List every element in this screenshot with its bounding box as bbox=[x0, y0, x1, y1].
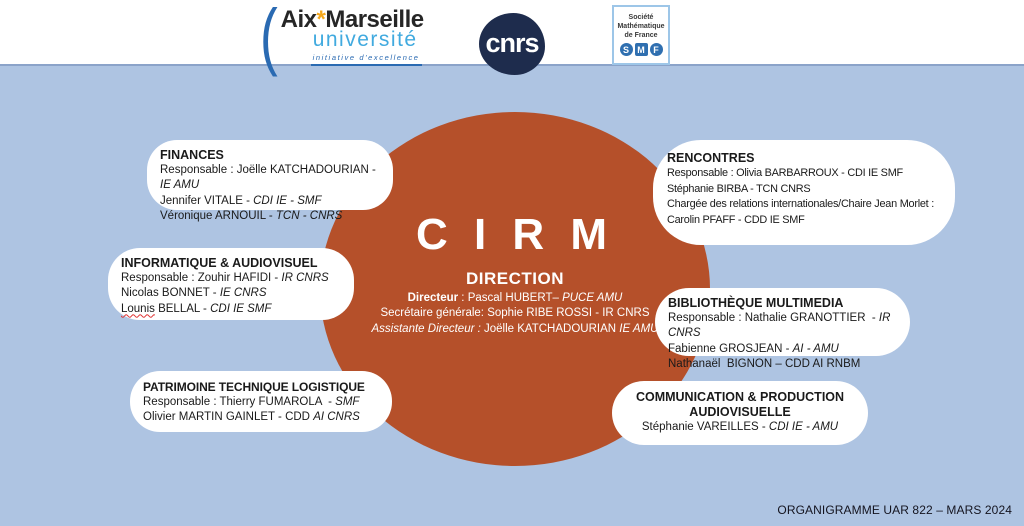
amu-tagline: initiative d'excellence bbox=[310, 51, 422, 66]
staff-line: Nicolas BONNET - IE CNRS bbox=[121, 287, 267, 300]
staff-line: Stéphanie BIRBA - TCN CNRS bbox=[667, 182, 811, 195]
amu-universite: université bbox=[312, 28, 418, 51]
box-title-communication: COMMUNICATION & PRODUCTION AUDIOVISUELLE bbox=[635, 390, 845, 419]
box-title-rencontres: RENCONTRES bbox=[667, 151, 755, 165]
box-title-patrimoine: PATRIMOINE TECHNIQUE LOGISTIQUE bbox=[143, 380, 365, 394]
amu-wordmark: Aix*Marseille bbox=[281, 8, 424, 32]
amu-parenthesis-icon: ( bbox=[260, 0, 278, 77]
staff-line: Responsable : Zouhir HAFIDI - IR CNRS bbox=[121, 272, 329, 284]
smf-letters: S M F bbox=[619, 43, 663, 56]
box-lines-informatique: Responsable : Zouhir HAFIDI - IR CNRS Nic… bbox=[121, 271, 341, 317]
box-bibliotheque-multimedia: BIBLIOTHÈQUE MULTIMEDIA Responsable : Na… bbox=[655, 288, 910, 370]
smf-name-line: de France bbox=[624, 32, 658, 39]
staff-line: Responsable : Nathalie GRANOTTIER - IR C… bbox=[668, 312, 894, 340]
box-lines-rencontres: Responsable : Olivia BARBARROUX - CDI IE… bbox=[667, 166, 945, 228]
staff-line: Carolin PFAFF - CDD IE SMF bbox=[667, 213, 805, 226]
amu-logo-text: Aix*Marseille université initiative d'ex… bbox=[281, 8, 424, 66]
direction-heading: DIRECTION bbox=[466, 269, 564, 288]
smf-letter-m-icon: M bbox=[634, 43, 648, 56]
smf-letter-f-icon: F bbox=[649, 43, 663, 56]
staff-line: Responsable : Thierry FUMAROLA - SMF bbox=[143, 396, 360, 408]
box-lines-bibliotheque: Responsable : Nathalie GRANOTTIER - IR C… bbox=[668, 311, 897, 372]
box-finances: FINANCES Responsable : Joëlle KATCHADOUR… bbox=[147, 140, 393, 222]
staff-line: Chargée des relations internationales/Ch… bbox=[667, 198, 934, 211]
staff-line: Véronique ARNOUIL - TCN - CNRS bbox=[160, 209, 343, 222]
staff-line: Olivier MARTIN GAINLET - CDD AI CNRS bbox=[143, 411, 360, 424]
smf-logo: Société Mathématique de France S M F bbox=[612, 5, 670, 65]
box-title-informatique: INFORMATIQUE & AUDIOVISUEL bbox=[121, 256, 318, 270]
box-rencontres: RENCONTRES Responsable : Olivia BARBARRO… bbox=[653, 140, 955, 245]
box-lines-communication: Stéphanie VAREILLES - CDI IE - AMU bbox=[625, 420, 855, 435]
staff-line: Responsable : Joëlle KATCHADOURIAN - IE … bbox=[160, 164, 379, 192]
box-communication-production-audiovisuelle: COMMUNICATION & PRODUCTION AUDIOVISUELLE… bbox=[612, 381, 868, 445]
smf-name-line: Société bbox=[628, 14, 654, 21]
direction-staff-line: Secrétaire générale: Sophie RIBE ROSSI -… bbox=[380, 307, 650, 320]
amu-logo: ( Aix*Marseille université initiative d'… bbox=[260, 0, 424, 77]
staff-line: Jennifer VITALE - CDI IE - SMF bbox=[160, 194, 322, 207]
amu-word-aix: Aix bbox=[280, 6, 317, 33]
staff-line: Lounis BELLAL - CDI IE SMF bbox=[121, 302, 272, 315]
staff-line: Responsable : Olivia BARBARROUX - CDI IE… bbox=[667, 167, 903, 179]
smf-letter-s-icon: S bbox=[619, 43, 633, 56]
box-informatique-audiovisuel: INFORMATIQUE & AUDIOVISUEL Responsable :… bbox=[108, 248, 354, 320]
direction-staff-line: Assistante Directeur : Joëlle KATCHADOUR… bbox=[371, 322, 659, 335]
smf-name-line: Mathématique bbox=[617, 23, 665, 30]
amu-word-marseille: Marseille bbox=[325, 6, 424, 33]
staff-line: Nathanaël BIGNON – CDD AI RNBM bbox=[668, 357, 861, 370]
box-lines-patrimoine: Responsable : Thierry FUMAROLA - SMF Oliv… bbox=[143, 395, 379, 426]
direction-staff-lines: Directeur : Pascal HUBERT– PUCE AMU Secré… bbox=[372, 291, 659, 337]
amu-star-icon: * bbox=[316, 6, 326, 33]
staff-line: Fabienne GROSJEAN - AI - AMU bbox=[668, 342, 839, 355]
organigramme-footer-label: ORGANIGRAMME UAR 822 – MARS 2024 bbox=[777, 503, 1012, 517]
direction-staff-line: Directeur : Pascal HUBERT– PUCE AMU bbox=[407, 292, 623, 304]
cnrs-logo: cnrs bbox=[479, 13, 545, 75]
box-patrimoine-technique-logistique: PATRIMOINE TECHNIQUE LOGISTIQUE Responsa… bbox=[130, 371, 392, 432]
box-lines-finances: Responsable : Joëlle KATCHADOURIAN - IE … bbox=[160, 163, 380, 224]
cnrs-wordmark: cnrs bbox=[485, 27, 539, 58]
box-title-finances: FINANCES bbox=[160, 148, 224, 162]
box-title-bibliotheque: BIBLIOTHÈQUE MULTIMEDIA bbox=[668, 296, 844, 310]
cirm-title: C I R M bbox=[415, 210, 615, 259]
staff-line: Stéphanie VAREILLES - CDI IE - AMU bbox=[641, 421, 839, 433]
